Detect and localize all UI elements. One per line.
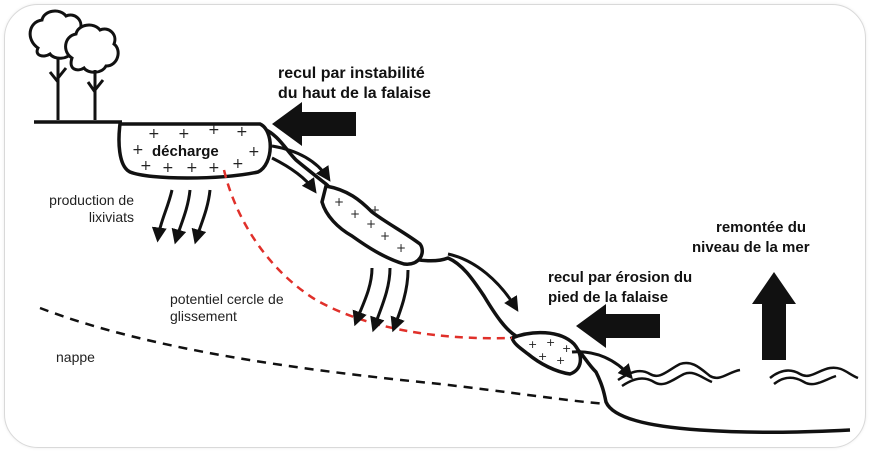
recul-pied-label: recul par érosion du pied de la falaise — [548, 269, 692, 306]
svg-text:+: + — [350, 207, 360, 221]
lixiviat-arrows-mid — [352, 267, 410, 333]
svg-text:+: + — [538, 350, 547, 363]
svg-text:+: + — [132, 142, 144, 158]
slope-flow-arrows — [271, 144, 633, 380]
cercle-line1: potentiel cercle de — [170, 291, 284, 307]
svg-text:+: + — [148, 126, 160, 142]
lixiviat-arrows-left — [151, 189, 212, 245]
svg-text:+: + — [562, 342, 571, 355]
remontee-line2: niveau de la mer — [692, 239, 810, 256]
svg-text:+: + — [370, 203, 380, 217]
svg-text:+: + — [232, 156, 244, 172]
nappe-line — [39, 306, 607, 406]
svg-text:+: + — [556, 354, 565, 367]
svg-text:+: + — [396, 241, 406, 255]
arrow-left-icon — [576, 304, 660, 348]
svg-text:+: + — [140, 158, 152, 174]
remontee-label: remontée du niveau de la mer — [692, 219, 810, 256]
wave-icon — [617, 361, 859, 388]
remontee-line1: remontée du — [716, 219, 806, 236]
svg-text:+: + — [236, 124, 248, 140]
svg-text:+: + — [208, 122, 220, 138]
recul-haut-line2: du haut de la falaise — [278, 85, 431, 102]
arrow-up-icon — [752, 272, 796, 360]
svg-text:+: + — [546, 336, 555, 349]
recul-pied-line2: pied de la falaise — [548, 289, 668, 306]
decharge-label: décharge — [152, 143, 219, 160]
svg-text:+: + — [186, 160, 198, 176]
recul-haut-line1: recul par instabilité — [278, 65, 425, 82]
svg-text:+: + — [178, 126, 190, 142]
svg-text:+: + — [366, 217, 376, 231]
glissement-circle-line — [222, 169, 513, 340]
cercle-label: potentiel cercle de glissement — [170, 291, 284, 324]
toe-deposit: +++ ++ — [509, 330, 583, 376]
diagram-frame — [4, 4, 866, 448]
svg-text:+: + — [380, 229, 390, 243]
recul-pied-line1: recul par érosion du — [548, 269, 692, 286]
cercle-line2: glissement — [170, 308, 237, 324]
svg-text:+: + — [162, 160, 174, 176]
svg-text:+: + — [528, 338, 537, 351]
recul-haut-label: recul par instabilité du haut de la fala… — [278, 65, 431, 102]
arrow-left-icon — [272, 102, 356, 146]
production-line1: production de — [49, 192, 134, 208]
svg-text:+: + — [208, 160, 220, 176]
production-line2: lixiviats — [89, 209, 134, 225]
svg-text:+: + — [334, 195, 344, 209]
tree-icon — [28, 9, 120, 120]
nappe-label: nappe — [56, 349, 95, 365]
production-label: production de lixiviats — [49, 192, 134, 225]
svg-text:+: + — [248, 144, 260, 160]
decharge-deposit: ++++ ++ +++++ décharge — [117, 122, 272, 180]
slump-deposit: +++ +++ — [320, 183, 425, 266]
